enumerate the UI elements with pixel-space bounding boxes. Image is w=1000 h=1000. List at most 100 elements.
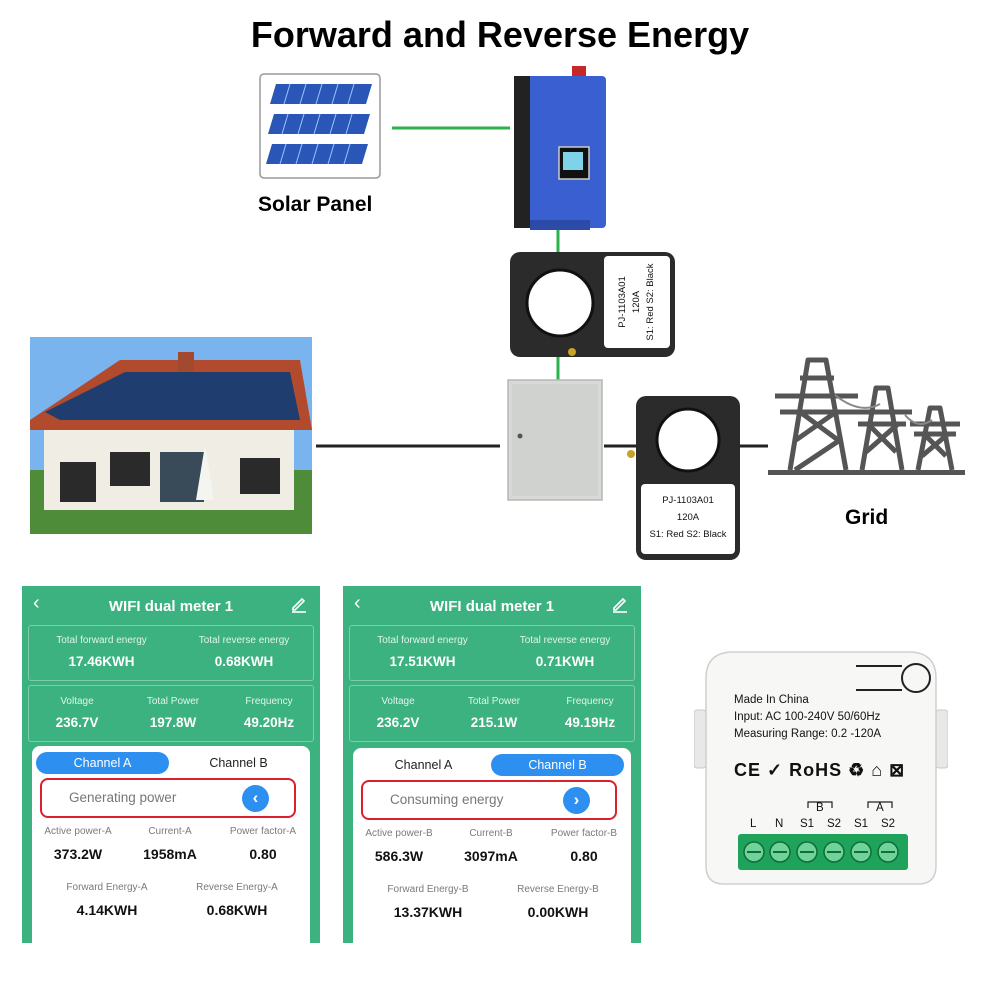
- total-forward-label: Total forward energy: [56, 635, 147, 646]
- solar-panel-icon: [259, 73, 381, 179]
- ct-bottom-rating: 120A: [676, 512, 700, 523]
- reverse-energy-stat: Reverse Energy-B 0.00KWH: [493, 884, 623, 920]
- ct-clamp-bottom: [627, 396, 740, 560]
- power-factor-stat: Power factor-A 0.80: [216, 826, 310, 862]
- power-stats-panel: Voltage 236.2V Total Power 215.1W Freque…: [349, 685, 635, 742]
- forward-energy-value: 13.37KWH: [393, 904, 463, 920]
- frequency-value: 49.20Hz: [243, 715, 295, 730]
- energy-totals-panel: Total forward energy 17.51KWH Total reve…: [349, 625, 635, 681]
- wiring-diagram: [30, 66, 965, 560]
- channel-card: Channel A Channel B Consuming energy › A…: [353, 748, 631, 943]
- total-reverse-energy: Total reverse energy 0.71KWH: [495, 635, 635, 669]
- total-forward-label: Total forward energy: [377, 635, 468, 646]
- reverse-energy-stat: Reverse Energy-A 0.68KWH: [172, 882, 302, 918]
- active-power-value: 373.2W: [53, 846, 103, 862]
- grid-label: Grid: [845, 506, 889, 529]
- ct-clamp-top: [510, 252, 675, 357]
- chevron-left-icon[interactable]: ‹: [242, 785, 269, 812]
- back-arrow-icon[interactable]: ‹: [354, 592, 361, 614]
- energy-direction-row: Consuming energy ›: [361, 780, 617, 820]
- current-stat: Current-A 1958mA: [124, 826, 216, 862]
- total-reverse-label: Total reverse energy: [198, 635, 290, 646]
- terminal-label-b-s1: S1: [800, 818, 815, 830]
- ct-top-rating: 120A: [631, 290, 642, 314]
- total-forward-value: 17.46KWH: [68, 654, 135, 669]
- total-power-stat: Total Power 215.1W: [446, 696, 542, 730]
- ct-bottom-model: PJ-1103A01: [662, 495, 714, 506]
- current-value: 1958mA: [143, 846, 197, 862]
- energy-direction-text: Consuming energy: [390, 792, 504, 807]
- total-power-stat: Total Power 197.8W: [125, 696, 221, 730]
- total-power-label: Total Power: [146, 696, 200, 707]
- app-screen-channel-a: ‹ WIFI dual meter 1 Total forward energy…: [22, 586, 320, 943]
- current-value: 3097mA: [464, 848, 518, 864]
- energy-totals-panel: Total forward energy 17.46KWH Total reve…: [28, 625, 314, 681]
- tab-channel-b[interactable]: Channel B: [209, 756, 268, 770]
- total-forward-energy: Total forward energy 17.46KWH: [29, 635, 174, 669]
- channel-card: Channel A Channel B Generating power ‹ A…: [32, 746, 310, 943]
- ct-bottom-label: PJ-1103A01 120A S1: Red S2: Black: [641, 492, 735, 543]
- power-factor-label: Power factor-B: [550, 828, 618, 839]
- voltage-label: Voltage: [381, 696, 415, 707]
- tab-channel-b[interactable]: Channel B: [491, 754, 624, 776]
- app-header: ‹ WIFI dual meter 1: [22, 586, 320, 626]
- forward-energy-stat: Forward Energy-B 13.37KWH: [363, 884, 493, 920]
- app-title: WIFI dual meter 1: [108, 598, 234, 615]
- terminal-group-a-label: A: [876, 802, 884, 814]
- frequency-value: 49.19Hz: [564, 715, 616, 730]
- meter-input-text: Input: AC 100-240V 50/60Hz: [734, 711, 881, 723]
- reverse-energy-value: 0.68KWH: [206, 902, 268, 918]
- distribution-box: [507, 379, 603, 501]
- ct-top-wires: S1: Red S2: Black: [645, 263, 656, 341]
- dual-meter-module: Made In China Input: AC 100-240V 50/60Hz…: [694, 648, 948, 888]
- total-reverse-value: 0.68KWH: [214, 654, 274, 669]
- active-power-value: 586.3W: [374, 848, 424, 864]
- frequency-label: Frequency: [566, 696, 614, 707]
- power-factor-stat: Power factor-B 0.80: [537, 828, 631, 864]
- power-factor-label: Power factor-A: [229, 826, 297, 837]
- total-power-value: 197.8W: [149, 715, 197, 730]
- active-power-label: Active power-B: [365, 828, 433, 839]
- app-screen-channel-b: ‹ WIFI dual meter 1 Total forward energy…: [343, 586, 641, 943]
- app-header: ‹ WIFI dual meter 1: [343, 586, 641, 626]
- reverse-energy-value: 0.00KWH: [527, 904, 589, 920]
- certification-marks-icon: CE ✓ RoHS ♻ ⌂ ⊠: [734, 760, 906, 780]
- meter-body-graphic: [694, 651, 948, 885]
- total-power-label: Total Power: [467, 696, 521, 707]
- meter-range-text: Measuring Range: 0.2 -120A: [734, 728, 882, 740]
- terminal-label-l: L: [750, 818, 757, 830]
- energy-direction-text: Generating power: [69, 790, 177, 805]
- ct-top-model: PJ-1103A01: [617, 276, 628, 328]
- house-photo: [30, 337, 312, 534]
- voltage-stat: Voltage 236.2V: [350, 696, 446, 730]
- app-title: WIFI dual meter 1: [429, 598, 555, 615]
- grid-tie-inverter: [514, 66, 606, 230]
- total-forward-value: 17.51KWH: [389, 654, 456, 669]
- power-factor-value: 0.80: [570, 848, 598, 864]
- forward-energy-value: 4.14KWH: [76, 902, 138, 918]
- frequency-stat: Frequency 49.19Hz: [542, 696, 638, 730]
- main-title: Forward and Reverse Energy: [250, 14, 750, 55]
- active-power-stat: Active power-A 373.2W: [32, 826, 124, 862]
- power-stats-panel: Voltage 236.7V Total Power 197.8W Freque…: [28, 685, 314, 742]
- chevron-right-icon[interactable]: ›: [563, 787, 590, 814]
- solar-panel-label: Solar Panel: [258, 193, 373, 216]
- terminal-group-b-label: B: [816, 802, 824, 814]
- total-reverse-label: Total reverse energy: [519, 635, 611, 646]
- tab-channel-a[interactable]: Channel A: [394, 758, 453, 772]
- voltage-value: 236.7V: [55, 715, 99, 730]
- transmission-towers-icon: [768, 357, 965, 475]
- reverse-energy-label: Reverse Energy-B: [517, 884, 599, 895]
- total-forward-energy: Total forward energy 17.51KWH: [350, 635, 495, 669]
- active-power-label: Active power-A: [44, 826, 112, 837]
- total-reverse-energy: Total reverse energy 0.68KWH: [174, 635, 314, 669]
- total-power-value: 215.1W: [470, 715, 518, 730]
- active-power-stat: Active power-B 586.3W: [353, 828, 445, 864]
- edit-pencil-icon[interactable]: [611, 595, 629, 613]
- forward-energy-label: Forward Energy-B: [387, 884, 469, 895]
- back-arrow-icon[interactable]: ‹: [33, 592, 40, 614]
- total-reverse-value: 0.71KWH: [535, 654, 595, 669]
- voltage-label: Voltage: [60, 696, 94, 707]
- tab-channel-a[interactable]: Channel A: [36, 752, 169, 774]
- edit-pencil-icon[interactable]: [290, 595, 308, 613]
